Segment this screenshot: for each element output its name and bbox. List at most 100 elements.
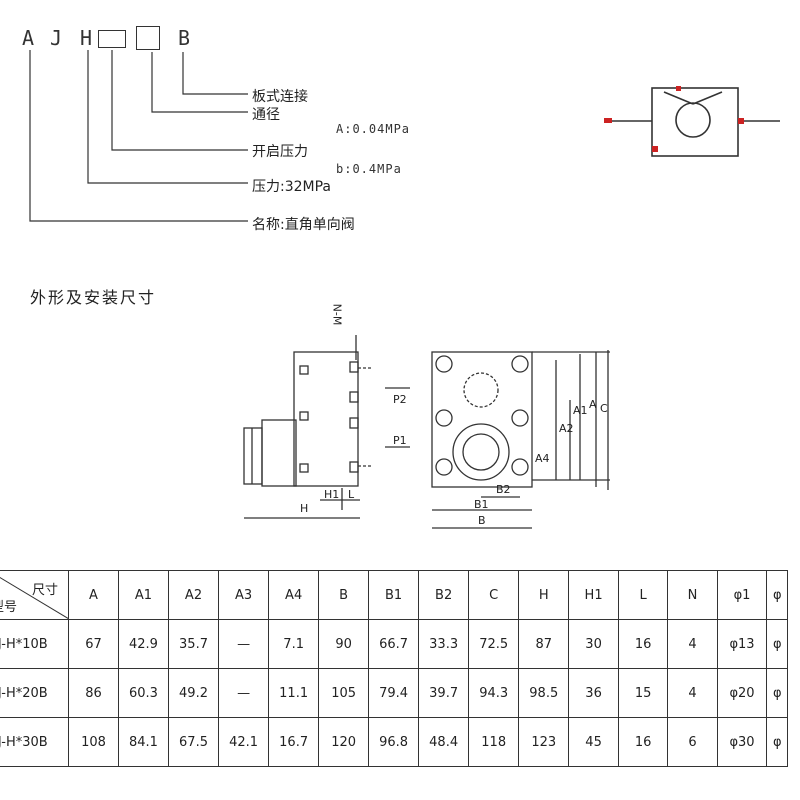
table-cell: 49.2 bbox=[167, 668, 220, 718]
table-cell: 7.1 bbox=[268, 619, 320, 669]
code-box-diameter bbox=[136, 26, 160, 50]
col-header: B1 bbox=[368, 570, 420, 620]
table-cell: 118 bbox=[468, 717, 520, 767]
label-p2: P2 bbox=[393, 393, 407, 406]
table-cell: 35.7 bbox=[167, 619, 220, 669]
table-cell: 86 bbox=[68, 668, 119, 718]
table-cell: 67 bbox=[68, 619, 119, 669]
table-cell: 123 bbox=[518, 717, 570, 767]
table-cell: — bbox=[218, 668, 270, 718]
model-cell: AJ-H*10B bbox=[0, 619, 70, 669]
label-l: L bbox=[348, 488, 355, 501]
code-letter-a: A bbox=[22, 26, 35, 50]
table-cell: 105 bbox=[318, 668, 370, 718]
table-cell: 45 bbox=[568, 717, 619, 767]
table-cell: φ bbox=[766, 619, 788, 669]
table-cell: 6 bbox=[667, 717, 718, 767]
table-cell: φ20 bbox=[716, 668, 768, 718]
table-cell: 72.5 bbox=[468, 619, 520, 669]
col-header: C bbox=[468, 570, 520, 620]
code-letter-b: B bbox=[178, 26, 191, 50]
legend-sub-a: A:0.04MPa bbox=[336, 122, 411, 136]
label-c: C bbox=[600, 402, 608, 415]
table-cell: 87 bbox=[518, 619, 570, 669]
table-cell: 84.1 bbox=[117, 717, 169, 767]
front-view-drawing bbox=[431, 350, 610, 529]
red-marks bbox=[604, 86, 744, 152]
table-cell: 67.5 bbox=[167, 717, 220, 767]
label-h: H bbox=[300, 502, 309, 515]
check-valve-symbol bbox=[606, 87, 780, 157]
table-cell: 98.5 bbox=[518, 668, 570, 718]
legend-sub-b: b:0.4MPa bbox=[336, 162, 402, 176]
table-row: AJ-H*30B 108 84.1 67.5 42.1 16.7 120 96.… bbox=[0, 717, 788, 767]
corner-diagonal bbox=[0, 577, 69, 619]
col-header: A4 bbox=[268, 570, 320, 620]
table-cell: — bbox=[218, 619, 270, 669]
label-a4: A4 bbox=[535, 452, 550, 465]
col-header: A2 bbox=[167, 570, 220, 620]
table-cell: φ13 bbox=[716, 619, 768, 669]
code-letter-j: J bbox=[50, 26, 63, 50]
table-header-row: 尺寸 型号 A A1 A2 A3 A4 B B1 B2 C H H1 L N φ… bbox=[0, 570, 788, 620]
side-view-drawing bbox=[243, 335, 410, 519]
code-box-pressure bbox=[98, 30, 126, 48]
label-a2: A2 bbox=[559, 422, 574, 435]
table-cell: 94.3 bbox=[468, 668, 520, 718]
table-row: AJ-H*20B 86 60.3 49.2 — 11.1 105 79.4 39… bbox=[0, 668, 788, 718]
table-cell: φ bbox=[766, 668, 788, 718]
table-cell: φ bbox=[766, 717, 788, 767]
table-cell: 60.3 bbox=[117, 668, 169, 718]
col-header: N bbox=[667, 570, 718, 620]
table-cell: 15 bbox=[617, 668, 669, 718]
table-cell: 42.9 bbox=[117, 619, 169, 669]
legend-name: 名称:直角单向阀 bbox=[252, 217, 355, 233]
label-p1: P1 bbox=[393, 434, 407, 447]
legend-mounting: 板式连接 bbox=[252, 89, 308, 105]
col-header: H bbox=[518, 570, 570, 620]
label-nm: N-M bbox=[330, 303, 344, 326]
label-h1: H1 bbox=[324, 488, 340, 501]
table-cell: 16.7 bbox=[268, 717, 320, 767]
col-header: A3 bbox=[218, 570, 270, 620]
col-header: φ bbox=[766, 570, 788, 620]
table-cell: 36 bbox=[568, 668, 619, 718]
legend-diameter: 通径 bbox=[252, 107, 280, 123]
leader-lines bbox=[29, 50, 248, 222]
table-row: AJ-H*10B 67 42.9 35.7 — 7.1 90 66.7 33.3… bbox=[0, 619, 788, 669]
corner-label-model: 型号 bbox=[0, 600, 18, 615]
model-cell: AJ-H*20B bbox=[0, 668, 70, 718]
legend-cracking-pressure: 开启压力 bbox=[252, 144, 308, 160]
section-title: 外形及安装尺寸 bbox=[30, 288, 157, 307]
table-cell: 120 bbox=[318, 717, 370, 767]
table-corner-cell: 尺寸 型号 bbox=[0, 570, 70, 620]
col-header: H1 bbox=[568, 570, 619, 620]
table-cell: 96.8 bbox=[368, 717, 420, 767]
label-b: B bbox=[478, 514, 486, 527]
table-cell: 16 bbox=[617, 717, 669, 767]
model-cell: AJ-H*30B bbox=[0, 717, 70, 767]
col-header: A1 bbox=[117, 570, 169, 620]
legend-pressure: 压力:32MPa bbox=[252, 179, 332, 195]
table-cell: 79.4 bbox=[368, 668, 420, 718]
label-a1: A1 bbox=[573, 404, 588, 417]
dimensions-table: 尺寸 型号 A A1 A2 A3 A4 B B1 B2 C H H1 L N φ… bbox=[0, 570, 788, 767]
code-letter-h: H bbox=[80, 26, 93, 50]
table-cell: 39.7 bbox=[418, 668, 470, 718]
table-cell: 30 bbox=[568, 619, 619, 669]
label-b2: B2 bbox=[496, 483, 511, 496]
col-header: A bbox=[68, 570, 119, 620]
label-a: A bbox=[589, 398, 597, 411]
col-header: φ1 bbox=[716, 570, 768, 620]
table-cell: 42.1 bbox=[218, 717, 270, 767]
table-cell: 108 bbox=[68, 717, 119, 767]
table-cell: 11.1 bbox=[268, 668, 320, 718]
col-header: B bbox=[318, 570, 370, 620]
col-header: B2 bbox=[418, 570, 470, 620]
col-header: L bbox=[617, 570, 669, 620]
corner-label-dims: 尺寸 bbox=[32, 583, 59, 598]
table-cell: 90 bbox=[318, 619, 370, 669]
drawing-canvas bbox=[29, 50, 780, 529]
table-cell: 33.3 bbox=[418, 619, 470, 669]
table-cell: 4 bbox=[667, 619, 718, 669]
